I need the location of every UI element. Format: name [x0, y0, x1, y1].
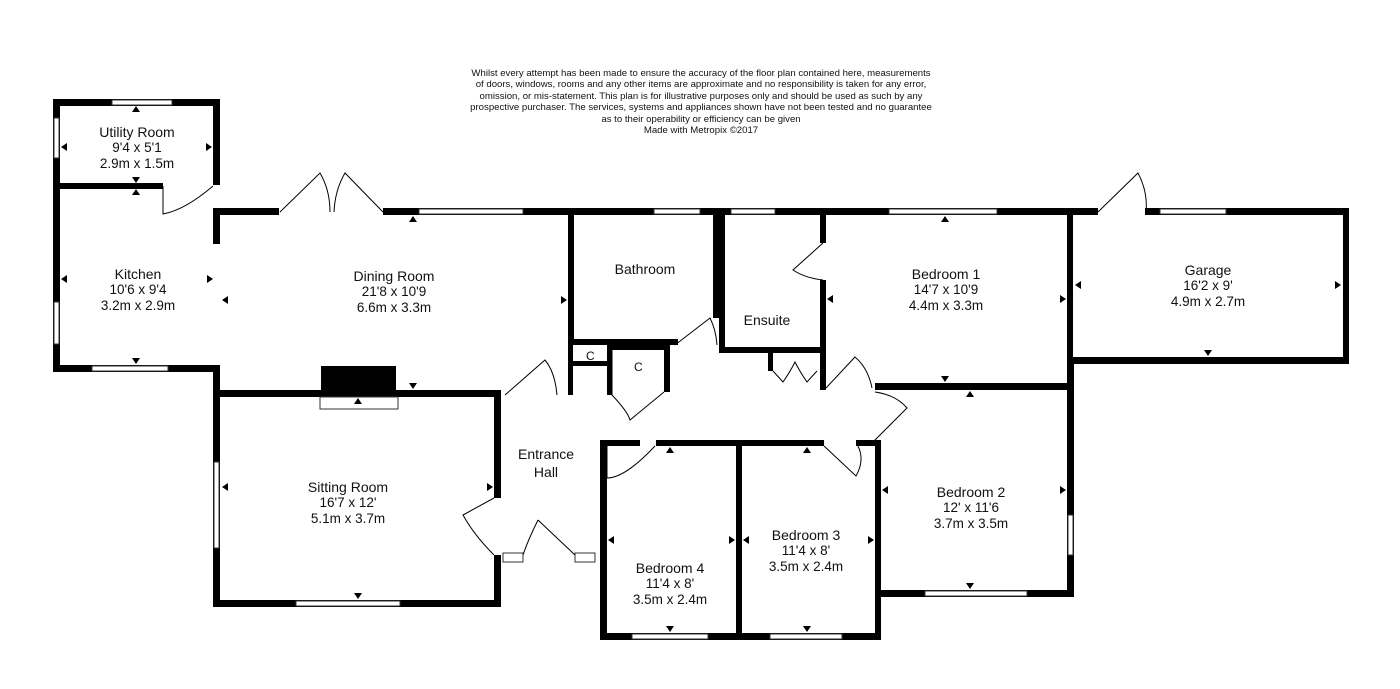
room-metric: 3.5m x 2.4m [768, 559, 844, 574]
disclaimer-line: prospective purchaser. The services, sys… [470, 102, 932, 114]
cupboard-label: C [586, 349, 595, 363]
room-label-ensuite: Ensuite [744, 312, 791, 328]
room-name: Dining Room [353, 268, 435, 284]
room-imperial: 10'6 x 9'4 [109, 282, 167, 297]
room-imperial: 11'4 x 8' [781, 543, 831, 558]
disclaimer-line: as to their operability or efficiency ca… [601, 113, 801, 125]
room-imperial: 21'8 x 10'9 [361, 284, 427, 299]
room-metric: 6.6m x 3.3m [356, 300, 432, 315]
room-label-bedroom-3: Bedroom 3 11'4 x 8' 3.5m x 2.4m [769, 527, 843, 575]
room-imperial: 12' x 11'6 [943, 500, 999, 515]
room-name: Ensuite [743, 312, 791, 328]
room-label-bedroom-1: Bedroom 1 14'7 x 10'9 4.4m x 3.3m [909, 266, 983, 314]
room-label-sitting: Sitting Room 16'7 x 12' 5.1m x 3.7m [308, 479, 388, 527]
door-swings [162, 172, 1147, 556]
room-name: Bedroom 3 [771, 527, 841, 543]
room-label-kitchen: Kitchen 10'6 x 9'4 3.2m x 2.9m [101, 266, 175, 314]
room-label-utility: Utility Room 9'4 x 5'1 2.9m x 1.5m [99, 124, 174, 172]
room-name: Bedroom 2 [936, 484, 1006, 500]
disclaimer-line: omission, or mis-statement. This plan is… [479, 90, 923, 102]
disclaimer-line: Whilst every attempt has been made to en… [471, 68, 931, 79]
room-label-bedroom-2: Bedroom 2 12' x 11'6 3.7m x 3.5m [934, 484, 1008, 532]
room-metric: 4.9m x 2.7m [1170, 294, 1246, 309]
room-name: Bedroom 1 [911, 266, 981, 282]
room-imperial: 9'4 x 5'1 [112, 140, 162, 155]
cupboard-label: C [634, 360, 643, 374]
room-imperial: 16'7 x 12' [319, 495, 377, 510]
room-name: Sitting Room [307, 479, 389, 495]
room-name: Bathroom [614, 261, 676, 277]
room-imperial: 16'2 x 9' [1183, 278, 1233, 293]
room-metric: 3.2m x 2.9m [100, 298, 176, 313]
room-metric: 3.7m x 3.5m [933, 516, 1009, 531]
disclaimer-credit: Made with Metropix ©2017 [643, 125, 759, 137]
room-name-line2: Hall [533, 464, 559, 480]
measurement-arrows [61, 106, 1341, 632]
room-label-dining: Dining Room 21'8 x 10'9 6.6m x 3.3m [354, 268, 435, 316]
room-metric: 4.4m x 3.3m [908, 298, 984, 313]
room-name: Entrance [517, 446, 575, 462]
disclaimer-line: of doors, windows, rooms and any other i… [475, 79, 927, 91]
room-name: Bedroom 4 [635, 560, 705, 576]
room-label-garage: Garage 16'2 x 9' 4.9m x 2.7m [1171, 262, 1245, 310]
room-name: Garage [1184, 262, 1232, 278]
room-imperial: 14'7 x 10'9 [913, 282, 979, 297]
room-metric: 3.5m x 2.4m [632, 592, 708, 607]
walls [53, 99, 1349, 640]
room-label-entrance-hall: Entrance Hall [518, 445, 574, 481]
room-label-bedroom-4: Bedroom 4 11'4 x 8' 3.5m x 2.4m [633, 560, 707, 608]
room-metric: 2.9m x 1.5m [99, 156, 175, 171]
room-name: Utility Room [99, 124, 175, 140]
disclaimer-text: Whilst every attempt has been made to en… [440, 68, 962, 136]
room-name: Kitchen [114, 266, 162, 282]
windows [53, 99, 1227, 640]
room-label-bathroom: Bathroom [615, 261, 676, 277]
room-imperial: 11'4 x 8' [645, 576, 695, 591]
room-metric: 5.1m x 3.7m [310, 511, 386, 526]
